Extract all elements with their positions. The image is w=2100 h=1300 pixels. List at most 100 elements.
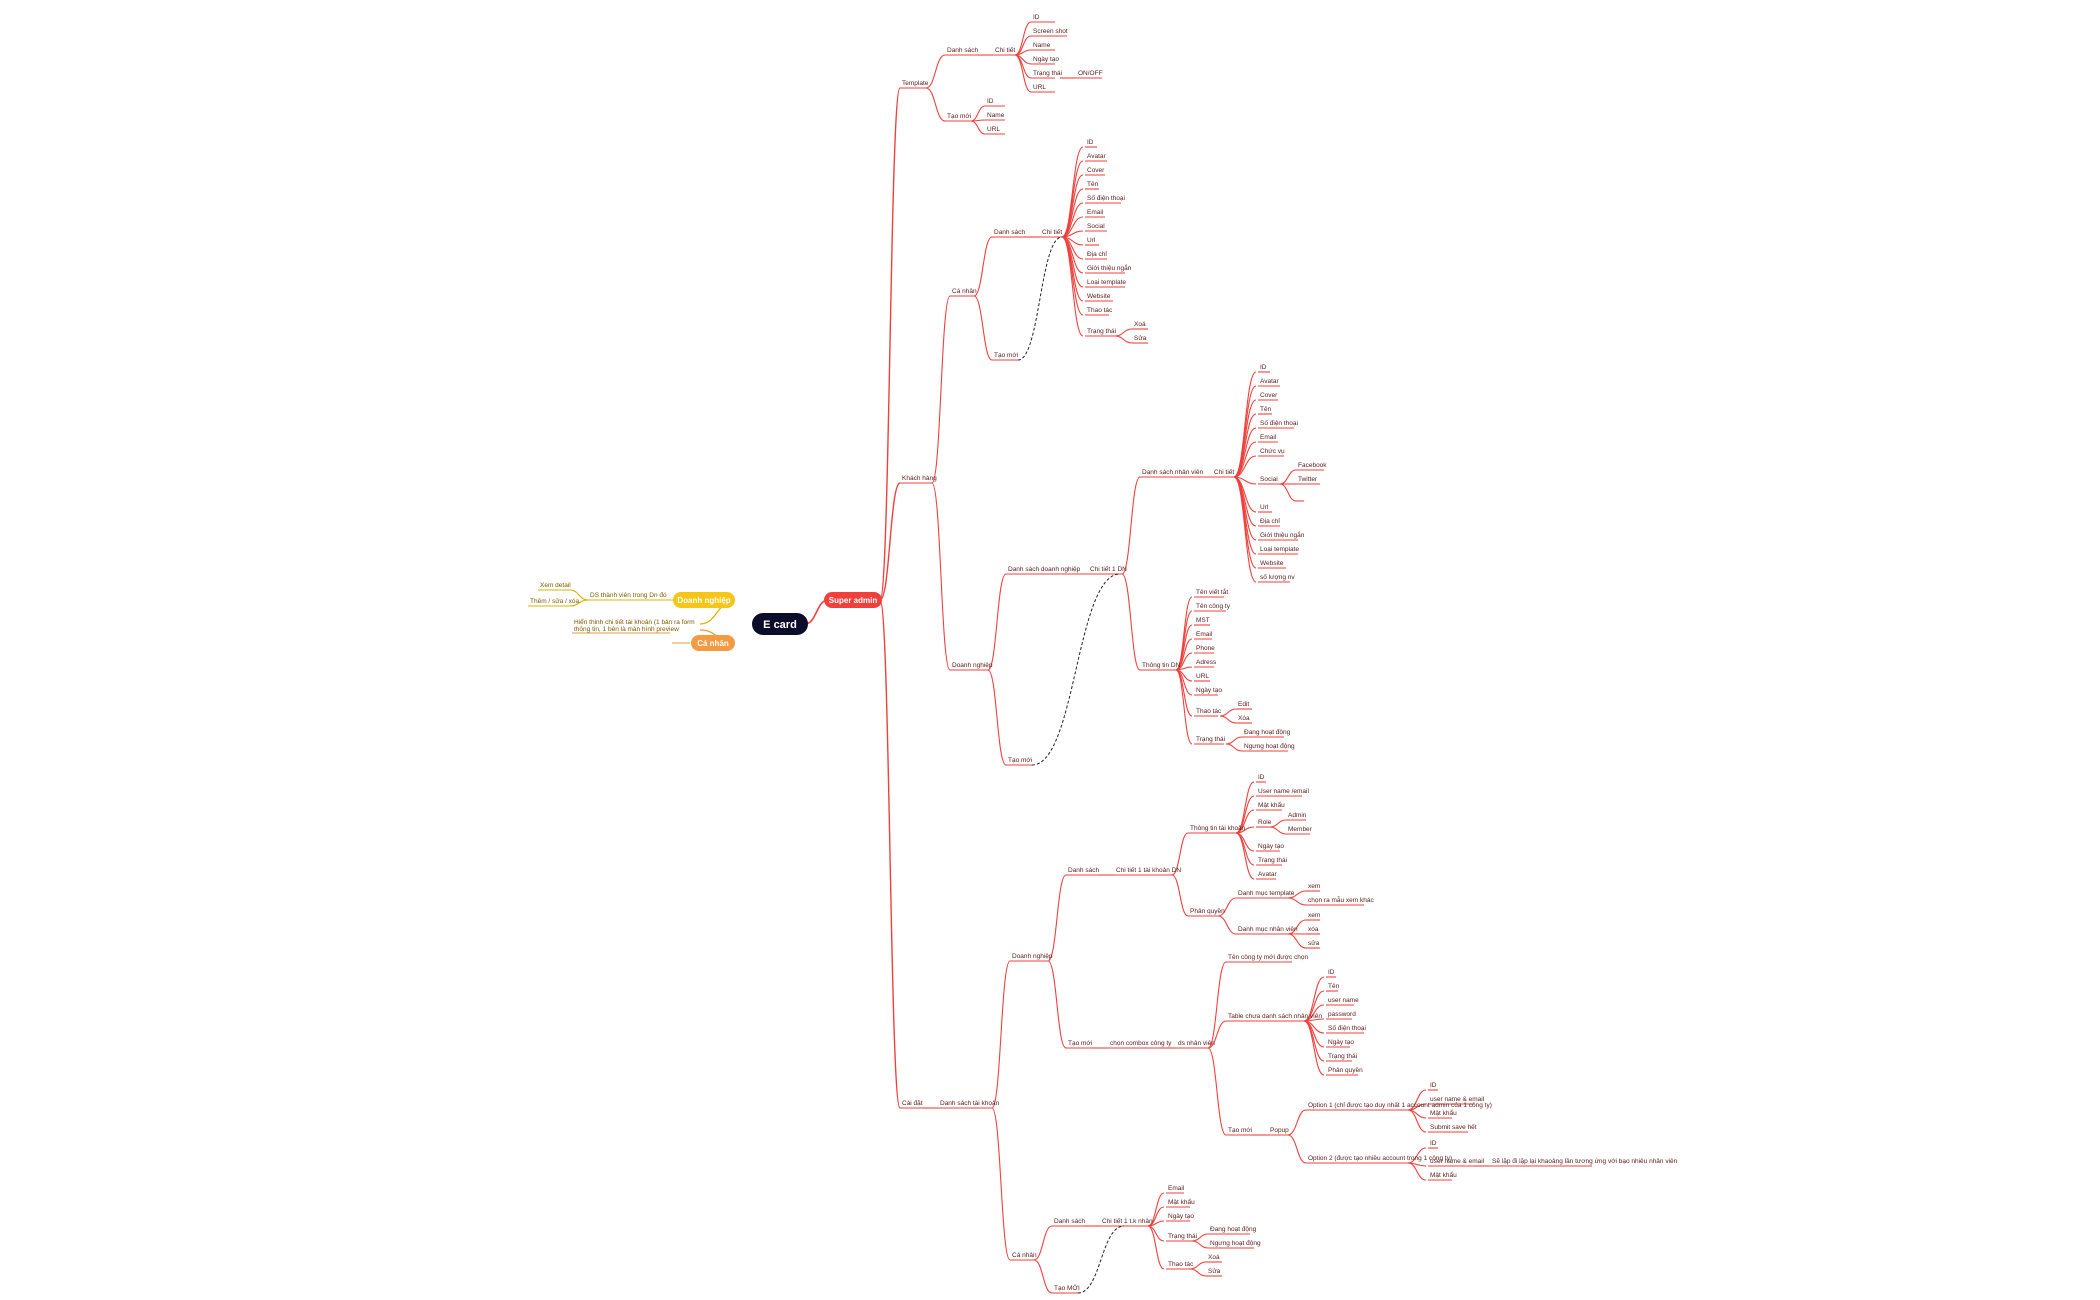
node-id[interactable]: ID: [1430, 1082, 1437, 1089]
node-thao-tac[interactable]: Thao tác: [1087, 307, 1113, 314]
node-url[interactable]: URL: [1033, 84, 1046, 91]
node-chi-tiet[interactable]: Chi tiết: [1214, 467, 1234, 476]
node-trang-thai[interactable]: Trạng thái: [1328, 1053, 1357, 1060]
node-ngay-tao[interactable]: Ngày tạo: [1328, 1039, 1354, 1046]
node-ten-cong-ty[interactable]: Tên công ty: [1196, 603, 1231, 610]
node-id[interactable]: ID: [987, 98, 994, 105]
node-xoa[interactable]: Xoá: [1208, 1254, 1220, 1261]
node-tao-moi[interactable]: Tạo mới: [1068, 1040, 1092, 1047]
node-facebook[interactable]: Facebook: [1298, 462, 1327, 469]
node-id[interactable]: ID: [1430, 1140, 1437, 1147]
node-thao-tac[interactable]: Thao tác: [1196, 708, 1222, 715]
node-popup[interactable]: Popup: [1270, 1127, 1289, 1134]
node-name[interactable]: Name: [987, 112, 1005, 119]
node-social[interactable]: Social: [1260, 476, 1278, 483]
node-dang-hoat-dong[interactable]: Đang hoạt động: [1210, 1226, 1257, 1233]
node-phan-quyen[interactable]: Phân quyền: [1328, 1065, 1363, 1074]
node-trang-thai[interactable]: Trạng thái: [1196, 736, 1225, 743]
node-loai-template[interactable]: Loại template: [1260, 546, 1299, 553]
node-email[interactable]: Email: [1196, 631, 1213, 638]
node-name[interactable]: Name: [1033, 42, 1051, 49]
node-phone[interactable]: Phone: [1196, 645, 1215, 652]
node-tao-moi[interactable]: Tạo mới: [1008, 757, 1032, 764]
node-id[interactable]: ID: [1328, 969, 1335, 976]
node-tao-moi[interactable]: Tạo mới: [1228, 1127, 1252, 1134]
node-ds-thanh-vien-trong-dn-do[interactable]: DS thành viên trong Dn đó: [590, 592, 667, 599]
node-so-dien-thoai[interactable]: Số điện thoại: [1087, 193, 1125, 202]
node-loai-template[interactable]: Loại template: [1087, 279, 1126, 286]
node-danh-sach-doanh-nghiep[interactable]: Danh sách doanh nghiệp: [1008, 566, 1081, 573]
node-tao-moi[interactable]: Tạo mới: [947, 113, 971, 120]
node-chi-tiet-1-tai-khoan-dn[interactable]: Chi tiết 1 tài khoản DN: [1116, 865, 1181, 874]
node-sua[interactable]: Sửa: [1134, 334, 1147, 342]
node-avatar[interactable]: Avatar: [1260, 378, 1280, 385]
node-cai-dat[interactable]: Cài đặt: [902, 1100, 923, 1107]
node-member[interactable]: Member: [1288, 826, 1313, 833]
node-user-name[interactable]: user name: [1328, 997, 1359, 1004]
node-chi-tiet-1-t-k-nhan[interactable]: Chi tiết 1 t.k nhân: [1102, 1216, 1153, 1225]
node-hien-thinh-chi-tiet-tai-khoan-1-ban-ra-form-thong-tin-1-ben-la-man-hinh-preview[interactable]: Hiển thinh chi tiết tài khoản (1 bản ra …: [574, 617, 695, 633]
node-dia-chi[interactable]: Địa chỉ: [1087, 250, 1107, 258]
node-xoa[interactable]: Xoá: [1134, 321, 1146, 328]
node-sua[interactable]: sửa: [1308, 939, 1320, 947]
super-admin-pill[interactable]: [824, 592, 882, 608]
node-url[interactable]: URL: [1196, 673, 1209, 680]
node-so-luong-nv[interactable]: số lượng nv: [1260, 572, 1295, 581]
node-admin[interactable]: Admin: [1288, 812, 1307, 819]
node-ngung-hoat-dong[interactable]: Ngưng hoạt động: [1210, 1240, 1261, 1247]
node-ca-nhan[interactable]: Cá nhân: [1012, 1252, 1037, 1259]
node-xem-detail[interactable]: Xem detail: [540, 582, 571, 589]
doanh-nghiep-pill[interactable]: [673, 592, 735, 608]
node-table-chua-danh-sach-nhan-vien[interactable]: Table chưa danh sách nhân viên: [1228, 1013, 1322, 1020]
node-mat-khau[interactable]: Mật khẩu: [1430, 1109, 1457, 1117]
node-tao-moi[interactable]: Tạo MỚI: [1054, 1283, 1080, 1292]
node-mst[interactable]: MST: [1196, 617, 1210, 624]
node-template[interactable]: Template: [902, 80, 929, 87]
node-thong-tin-tai-khoan[interactable]: Thông tin tài khoản: [1190, 825, 1246, 832]
node-trang-thai[interactable]: Trạng thái: [1258, 857, 1287, 864]
node-cover[interactable]: Cover: [1087, 167, 1105, 174]
node-chuc-vu[interactable]: Chức vụ: [1260, 448, 1285, 455]
node-on-off[interactable]: ON/OFF: [1078, 70, 1103, 77]
node-danh-sach[interactable]: Danh sách: [994, 229, 1025, 236]
node-ngung-hoat-dong[interactable]: Ngưng hoạt động: [1244, 743, 1295, 750]
node-doanh-nghiep[interactable]: Doanh nghiệp: [1012, 953, 1053, 960]
node-role[interactable]: Role: [1258, 819, 1272, 826]
node-so-dien-thoai[interactable]: Số điện thoại: [1328, 1023, 1366, 1032]
node-chon-combox-cong-ty[interactable]: chọn combox công ty: [1110, 1040, 1172, 1047]
node-trang-thai[interactable]: Trạng thái: [1033, 70, 1062, 77]
node-submit-save-het[interactable]: Submit save hết: [1430, 1122, 1477, 1131]
node-avatar[interactable]: Avatar: [1087, 153, 1107, 160]
node-xem[interactable]: xem: [1308, 912, 1320, 919]
node-id[interactable]: ID: [1260, 364, 1267, 371]
node-xem[interactable]: xem: [1308, 883, 1320, 890]
node-user-name-email[interactable]: user name & email: [1430, 1158, 1485, 1165]
node-ten[interactable]: Tên: [1087, 181, 1099, 188]
node-twitter[interactable]: Twitter: [1298, 476, 1318, 483]
node-id[interactable]: ID: [1033, 14, 1040, 21]
node-mat-khau[interactable]: Mật khẩu: [1168, 1198, 1195, 1206]
node-website[interactable]: Website: [1087, 293, 1111, 300]
node-ca-nhan[interactable]: Cá nhân: [952, 288, 977, 295]
node-url[interactable]: Url: [1260, 504, 1269, 511]
ca-nhan-pill[interactable]: [691, 635, 735, 651]
node-user-name-email[interactable]: user name & email: [1430, 1096, 1485, 1103]
node-them-sua-xoa[interactable]: Thêm / sửa / xóa: [530, 597, 580, 605]
node-dia-chi[interactable]: Địa chỉ: [1260, 517, 1280, 525]
node-sua[interactable]: Sửa: [1208, 1267, 1221, 1275]
node-dang-hoat-dong[interactable]: Đang hoạt động: [1244, 729, 1291, 736]
node-website[interactable]: Website: [1260, 560, 1284, 567]
node-ten-cong-ty-moi-duoc-chon[interactable]: Tên công ty mới được chọn: [1228, 954, 1308, 961]
node-id[interactable]: ID: [1258, 774, 1265, 781]
node-chon-ra-mau-xem-khac[interactable]: chọn ra mẫu xem khác: [1308, 895, 1375, 904]
node-danh-sach[interactable]: Danh sách: [1068, 867, 1099, 874]
node-gioi-thieu-ngan[interactable]: Giới thiệu ngắn: [1087, 263, 1132, 272]
node-danh-sach[interactable]: Danh sách: [1054, 1218, 1085, 1225]
node-chi-tiet[interactable]: Chi tiết: [995, 45, 1015, 54]
node-so-dien-thoai[interactable]: Số điện thoại: [1260, 418, 1298, 427]
node-cover[interactable]: Cover: [1260, 392, 1278, 399]
node-xoa[interactable]: Xóa: [1238, 715, 1250, 722]
node-danh-sach[interactable]: Danh sách: [947, 47, 978, 54]
node-ngay-tao[interactable]: Ngày tạo: [1168, 1213, 1194, 1220]
node-avatar[interactable]: Avatar: [1258, 871, 1278, 878]
